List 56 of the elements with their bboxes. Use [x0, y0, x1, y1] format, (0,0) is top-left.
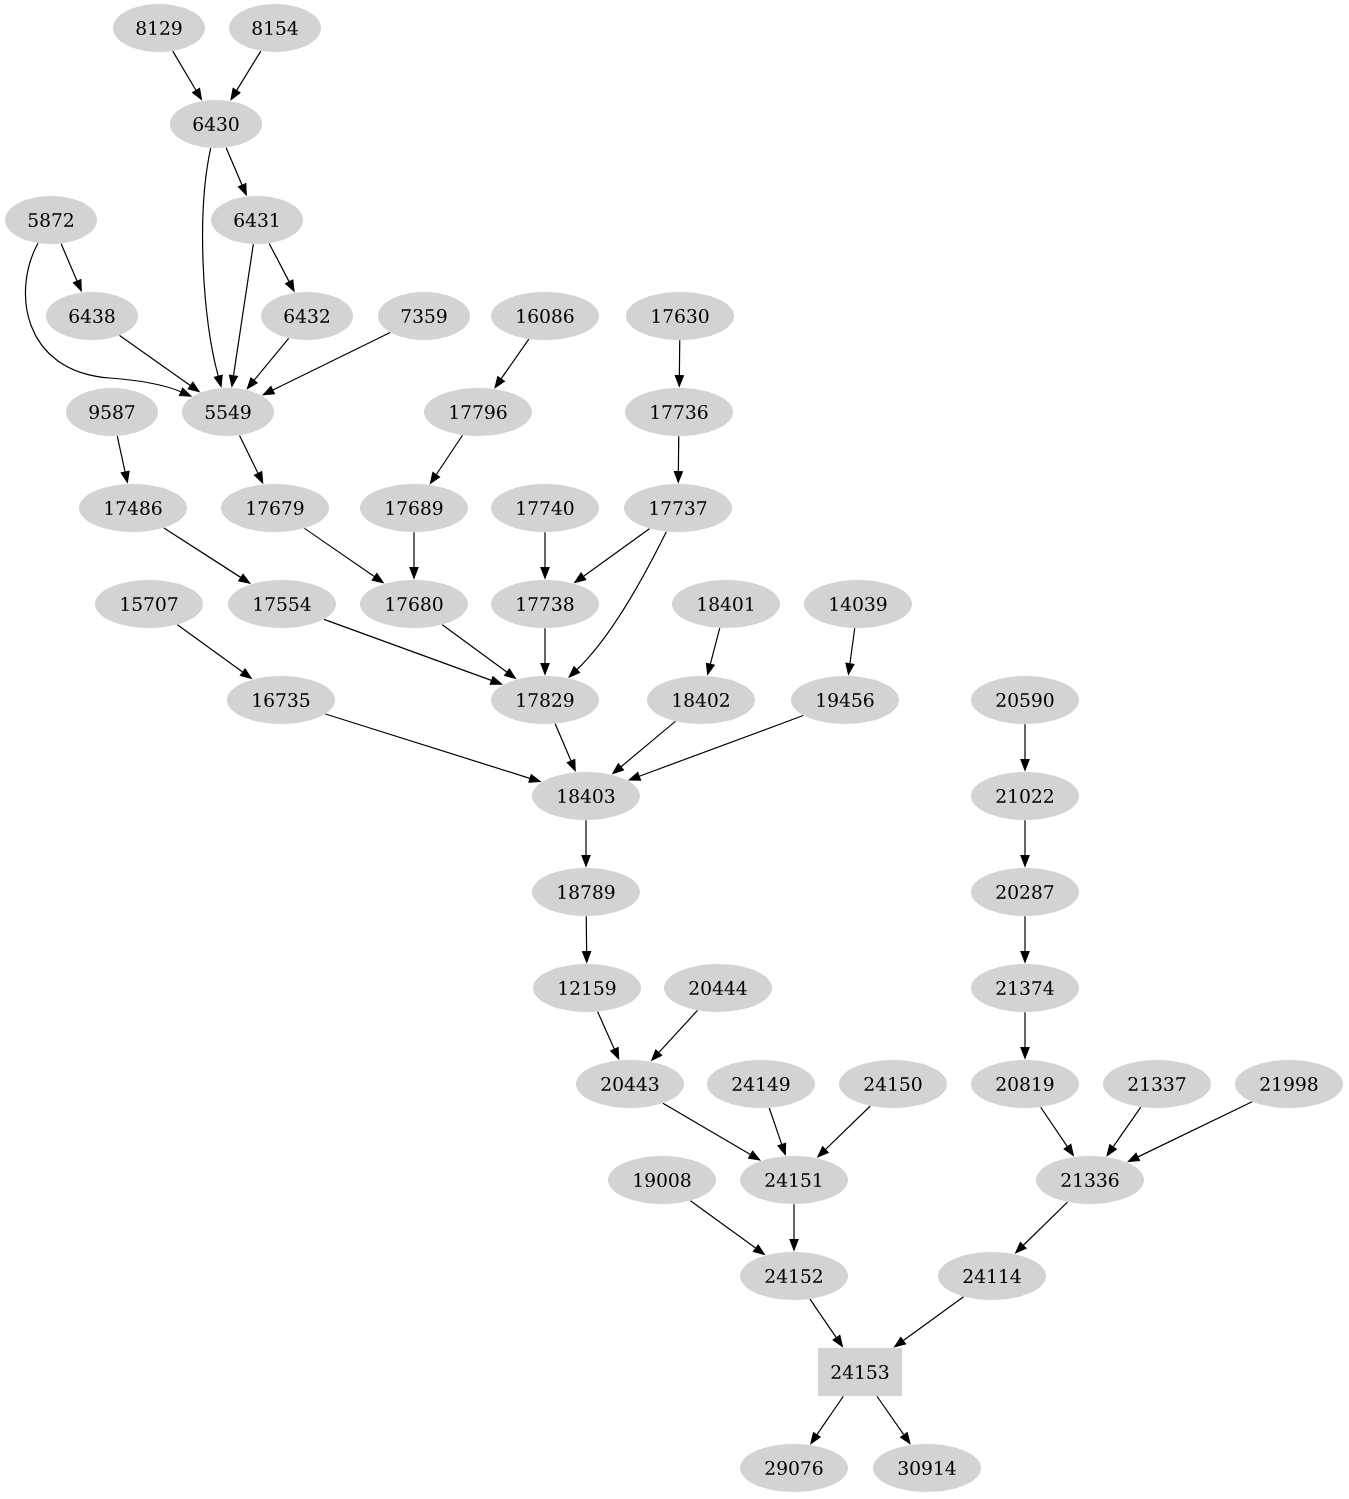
ellipse-node: 16735 — [227, 676, 335, 724]
ellipse-node: 18402 — [647, 676, 755, 724]
arrow — [662, 1102, 761, 1161]
ellipse-node: 9587 — [66, 388, 158, 436]
arrow — [876, 1395, 911, 1445]
ellipse-node: 18401 — [672, 580, 780, 628]
arrow — [568, 531, 667, 678]
box-node: 24153 — [818, 1348, 902, 1396]
ellipse-node: 19456 — [791, 676, 899, 724]
ellipse-node: 17680 — [360, 580, 468, 628]
ellipse-node: 6431 — [211, 196, 303, 244]
ellipse-node: 20819 — [971, 1060, 1079, 1108]
ellipse-node: 24151 — [740, 1156, 848, 1204]
ellipse-node: 17554 — [228, 580, 336, 628]
ellipse-node: 21022 — [971, 772, 1079, 820]
arrow — [494, 338, 530, 389]
ellipse-node: 21374 — [971, 964, 1079, 1012]
ellipse-node: 21336 — [1036, 1156, 1144, 1204]
ellipse-node: 12159 — [533, 964, 641, 1012]
ellipse-node: 29076 — [740, 1444, 848, 1492]
ellipse-node: 17829 — [491, 676, 599, 724]
arrow — [230, 50, 262, 101]
ellipse-node: 7359 — [378, 292, 470, 340]
ellipse-node: 17736 — [625, 388, 733, 436]
ellipse-node: 21337 — [1103, 1060, 1211, 1108]
ellipse-node: 18789 — [532, 868, 640, 916]
ellipse-node: 17738 — [491, 580, 599, 628]
ellipse-node: 5872 — [5, 196, 97, 244]
ellipse-node: 6438 — [46, 292, 138, 340]
ellipse-node: 8154 — [229, 4, 321, 52]
ellipse-node: 20287 — [971, 868, 1079, 916]
ellipse-node: 20590 — [971, 676, 1079, 724]
ellipse-node: 17737 — [624, 484, 732, 532]
ellipse-node: 21998 — [1235, 1060, 1343, 1108]
ellipse-node: 6432 — [261, 292, 353, 340]
ellipse-node: 15707 — [95, 580, 203, 628]
ellipse-node: 17689 — [360, 484, 468, 532]
ellipse-node: 24149 — [707, 1060, 815, 1108]
ellipse-node: 18403 — [532, 772, 640, 820]
ellipse-node: 20443 — [576, 1060, 684, 1108]
ellipse-node: 17486 — [79, 484, 187, 532]
ellipse-node: 8129 — [113, 4, 205, 52]
ellipse-node: 30914 — [873, 1444, 981, 1492]
ellipse-node: 6430 — [170, 100, 262, 148]
ellipse-node: 17630 — [626, 292, 734, 340]
ellipse-node: 17796 — [424, 388, 532, 436]
ellipse-node: 5549 — [182, 388, 274, 436]
ellipse-node: 14039 — [804, 580, 912, 628]
ellipse-node: 24150 — [839, 1060, 947, 1108]
ellipse-node: 17740 — [491, 484, 599, 532]
ellipse-node: 17679 — [221, 484, 329, 532]
ellipse-node: 20444 — [664, 964, 772, 1012]
ellipse-node: 19008 — [608, 1156, 716, 1204]
ellipse-node: 16086 — [491, 292, 599, 340]
ellipse-node: 24114 — [938, 1252, 1046, 1300]
ellipse-node: 24152 — [740, 1252, 848, 1300]
